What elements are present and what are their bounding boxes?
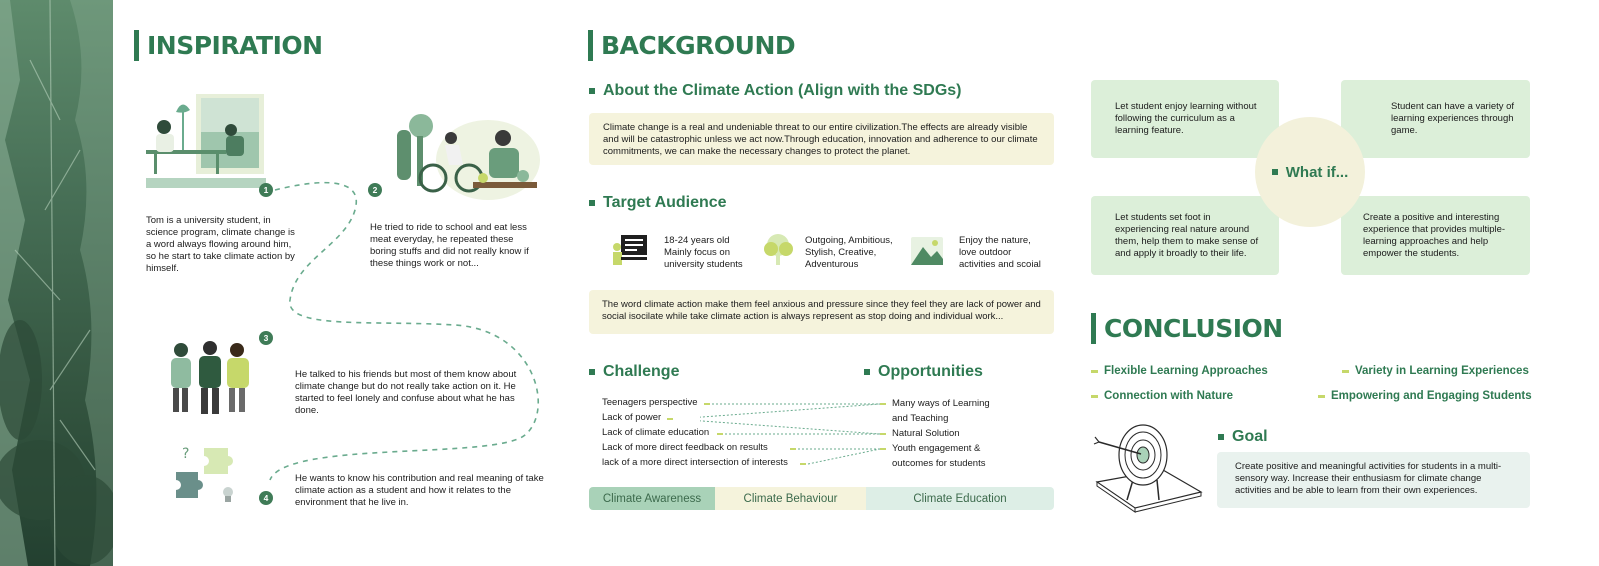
- step-3-badge: 3: [259, 331, 273, 345]
- inspiration-title-text: INSPIRATION: [147, 31, 323, 60]
- target-note-text: The word climate action make them feel a…: [602, 299, 1041, 322]
- target-item-personality: Outgoing, Ambitious, Stylish, Creative, …: [805, 235, 893, 270]
- challenge-heading-text: Challenge: [603, 363, 680, 380]
- target-note-box: The word climate action make them feel a…: [589, 290, 1054, 334]
- opportunities-heading: Opportunities: [864, 363, 983, 381]
- friends-talking-illustration: [171, 341, 249, 414]
- background-title: BACKGROUND: [588, 30, 796, 61]
- svg-text:?: ?: [182, 446, 189, 462]
- whatif-box-2: Student can have a variety of learning e…: [1341, 80, 1530, 158]
- whatif-box-4: Create a positive and interesting experi…: [1341, 196, 1530, 275]
- title-bar: [1091, 313, 1096, 344]
- step-2-badge: 2: [368, 183, 382, 197]
- about-text: Climate change is a real and undeniable …: [603, 122, 1038, 157]
- climate-stages-bar: Climate Awareness Climate Behaviour Clim…: [589, 487, 1054, 510]
- challenge-item: Lack of more direct feedback on results: [602, 442, 768, 453]
- step-2-text: He tried to ride to school and eat less …: [370, 222, 529, 269]
- step-1-badge: 1: [259, 183, 273, 197]
- step-3-text: He talked to his friends but most of the…: [295, 369, 517, 416]
- heading-marker: [864, 369, 870, 375]
- whatif-box-1: Let student enjoy learning without follo…: [1091, 80, 1279, 158]
- title-bar: [588, 30, 593, 61]
- puzzle-illustration: ?: [176, 446, 233, 502]
- conclusion-item: Flexible Learning Approaches: [1091, 365, 1268, 377]
- about-heading-text: About the Climate Action (Align with the…: [603, 82, 962, 99]
- conclusion-title-text: CONCLUSION: [1104, 314, 1283, 343]
- item-dash: [1091, 394, 1098, 398]
- challenge-item: lack of a more direct intersection of in…: [602, 457, 788, 468]
- challenge-item: Lack of power: [602, 412, 662, 423]
- conclusion-item: Empowering and Engaging Students: [1318, 390, 1532, 402]
- whatif-text-3: Let students set foot in experiencing re…: [1115, 211, 1259, 259]
- opportunity-item: Youth engagement & outcomes for students: [892, 443, 986, 469]
- bike-cooking-illustration: [397, 114, 540, 200]
- goal-heading-text: Goal: [1232, 428, 1268, 445]
- opportunity-item: Natural Solution: [892, 428, 960, 439]
- student-desk-icon: [613, 235, 647, 265]
- conclusion-item-text: Variety in Learning Experiences: [1355, 365, 1529, 377]
- step-4-badge: 4: [259, 491, 273, 505]
- target-heading-text: Target Audience: [603, 194, 727, 211]
- whatif-circle: What if...: [1255, 117, 1365, 227]
- step-1-text: Tom is a university student, in science …: [146, 215, 295, 274]
- item-dash: [1318, 394, 1325, 398]
- item-dash: [1091, 369, 1098, 373]
- conclusion-item-text: Empowering and Engaging Students: [1331, 390, 1532, 402]
- stage-awareness: Climate Awareness: [589, 487, 715, 510]
- opportunity-dash: [880, 433, 886, 435]
- background-title-text: BACKGROUND: [601, 31, 796, 60]
- students-study-illustration: [146, 94, 266, 188]
- conclusion-title: CONCLUSION: [1091, 313, 1283, 344]
- goal-heading: Goal: [1218, 428, 1268, 446]
- opportunity-item: Many ways of Learning and Teaching: [892, 398, 990, 424]
- challenge-dash: [667, 418, 673, 420]
- challenge-dash: [790, 448, 796, 450]
- conclusion-item-text: Connection with Nature: [1104, 390, 1234, 402]
- step-4-text: He wants to know his contribution and re…: [295, 473, 544, 508]
- heading-marker: [589, 88, 595, 94]
- heading-marker: [1218, 434, 1224, 440]
- challenge-connectors: [700, 403, 881, 465]
- whatif-text-2: Student can have a variety of learning e…: [1391, 101, 1515, 136]
- inspiration-title: INSPIRATION: [134, 30, 323, 61]
- stage-behaviour: Climate Behaviour: [715, 487, 866, 510]
- challenge-dash: [704, 403, 710, 405]
- stage-education: Climate Education: [866, 487, 1054, 510]
- challenge-dash: [717, 433, 723, 435]
- heading-marker: [589, 369, 595, 375]
- whatif-text-4: Create a positive and interesting experi…: [1363, 211, 1506, 259]
- opportunity-dash: [880, 448, 886, 450]
- conclusion-item: Connection with Nature: [1091, 390, 1233, 402]
- dartboard-target-illustration: [1093, 424, 1203, 513]
- item-dash: [1342, 369, 1349, 373]
- whatif-box-3: Let students set foot in experiencing re…: [1091, 196, 1279, 275]
- opportunity-dash: [880, 403, 886, 405]
- goal-text: Create positive and meaningful activitie…: [1235, 461, 1502, 496]
- conclusion-item: Variety in Learning Experiences: [1342, 365, 1529, 377]
- story-path: [269, 181, 539, 481]
- target-item-age: 18-24 years old Mainly focus on universi…: [664, 235, 743, 270]
- opportunities-heading-text: Opportunities: [878, 363, 983, 380]
- heading-marker: [589, 200, 595, 206]
- target-item-interests: Enjoy the nature, love outdoor activitie…: [959, 235, 1041, 270]
- goal-box: Create positive and meaningful activitie…: [1217, 452, 1530, 508]
- target-heading: Target Audience: [589, 194, 727, 212]
- personality-tree-icon: [764, 234, 793, 265]
- about-heading: About the Climate Action (Align with the…: [589, 82, 962, 100]
- nature-landscape-icon: [911, 237, 943, 265]
- challenge-heading: Challenge: [589, 363, 679, 381]
- title-bar: [134, 30, 139, 61]
- whatif-label: What if...: [1285, 163, 1349, 181]
- challenge-item: Lack of climate education: [602, 427, 710, 438]
- challenge-item: Teenagers perspective: [602, 397, 698, 408]
- whatif-text-1: Let student enjoy learning without follo…: [1115, 101, 1257, 136]
- conclusion-item-text: Flexible Learning Approaches: [1104, 365, 1268, 377]
- challenge-dash: [800, 463, 806, 465]
- heading-marker: [1271, 169, 1278, 175]
- forest-photo: [0, 0, 113, 566]
- about-box: Climate change is a real and undeniable …: [589, 113, 1054, 165]
